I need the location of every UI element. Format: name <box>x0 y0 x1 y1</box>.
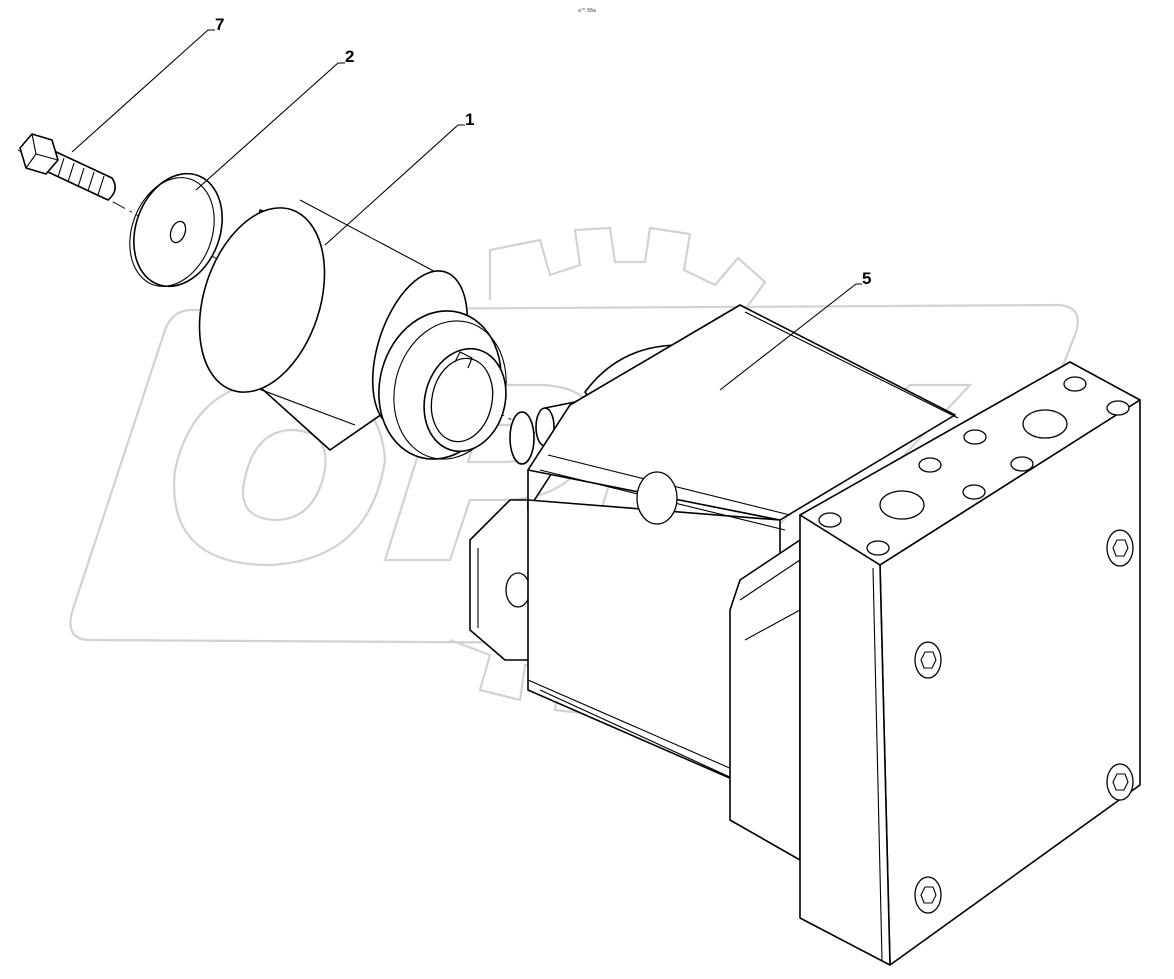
coupling-rear-face <box>198 207 326 393</box>
motor-top-face <box>527 304 956 521</box>
ear-hole <box>505 572 531 608</box>
callout-label-1: 1 <box>465 110 474 129</box>
callout-label-5: 5 <box>862 269 871 288</box>
hydraulic-motor <box>469 304 959 861</box>
callout-label-2: 2 <box>345 47 354 66</box>
callout-7: 7 <box>71 15 224 153</box>
callout-2: 2 <box>195 47 354 191</box>
motor-top-port <box>636 471 678 525</box>
callout-5: 5 <box>719 269 871 391</box>
hex-bolt <box>19 133 116 201</box>
coupling <box>198 199 507 460</box>
socket-head-screws <box>914 529 1134 914</box>
washer-hole <box>169 220 187 244</box>
valve-block-ports <box>818 376 1130 556</box>
callout-1: 1 <box>324 110 474 246</box>
drawing-code: a¹⁰ 3ба <box>578 8 596 14</box>
washer <box>129 172 223 288</box>
valve-block-front <box>799 514 891 966</box>
valve-block <box>799 361 1141 966</box>
watermark-letter-o <box>173 378 387 567</box>
callout-label-7: 7 <box>215 15 224 34</box>
coupling-keyed-bore <box>430 357 494 443</box>
